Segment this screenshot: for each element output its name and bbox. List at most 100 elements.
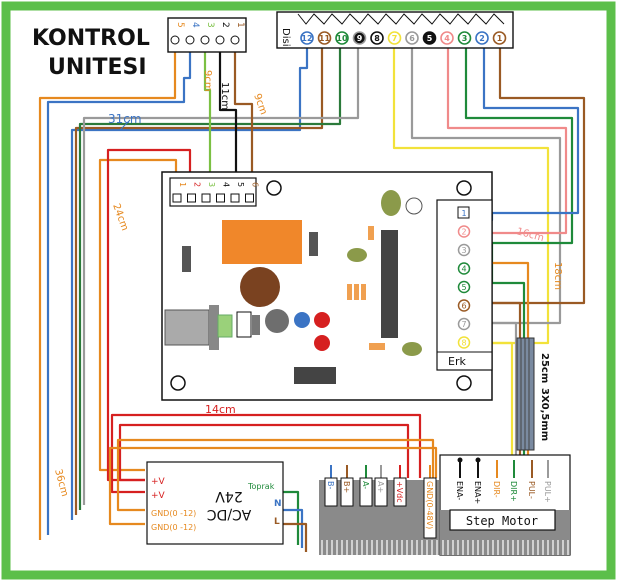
psu-gnd-2: GND(0 -12) [151,523,196,532]
step-motor-label: Step Motor [466,514,538,528]
psu-voltage: 24V [215,488,243,504]
erk-pin-label: 6 [461,302,466,311]
erk-pin-5 [457,280,471,294]
erk-pin-label: 8 [461,339,466,348]
cable-spec: 3X0,5mm [539,388,550,441]
disi-pin-label: 5 [427,34,433,43]
driver-pin-label: +Vdc [395,481,404,503]
ic-chip [381,230,398,338]
buzzer [265,309,289,333]
disi-pin-5 [422,31,437,45]
disi-pin-6 [405,31,419,45]
motor-pin-label: DIR+ [509,481,518,502]
board-pin-label: 6 [251,182,260,187]
disi-pin-label: 12 [301,34,312,43]
psu-title: AC/DC [207,506,252,522]
capacitor [240,267,280,307]
tlc-pin-label: 5 [175,22,185,28]
erk-pin-1 [457,206,470,219]
erk-pin-label: 3 [461,246,466,255]
board-pin-3 [201,193,211,203]
disi-pin-label: 1 [497,34,503,43]
tlc-pin-2 [215,35,225,45]
motor-lead-end [475,457,481,463]
power-supply: 24V AC/DC +V +V GND(0 -12) GND(0 -12) To… [146,461,284,545]
length-18cm: 18cm [552,262,563,290]
disi-pin-4 [440,31,454,45]
motor-pin-label: PUL- [527,481,536,499]
tlc-pin-5 [170,35,180,45]
driver-terminal [423,477,437,539]
length-14cm: 14cm [205,403,236,416]
motor-pin-label: PUL+ [543,481,552,503]
board-pin-label: 4 [222,182,231,187]
erk-label: Erk [448,355,466,368]
tlc-pin-label: 3 [205,22,215,28]
title-line2: UNITESI [48,55,147,80]
length-31cm: 31cm [108,112,142,126]
board-pin-5 [230,193,240,203]
disi-label: Disi [280,28,291,46]
psu-gnd-1: GND(0 -12) [151,509,196,518]
disi-pin-label: 2 [479,34,485,43]
board-pin-label: 2 [193,182,202,187]
erk-pin-label: 7 [461,320,466,329]
disi-pin-11 [317,31,332,45]
length-11cm: 11cm [219,82,230,110]
erk-pin-label: 5 [461,283,466,292]
driver-pin-label: GND(0-48V) [425,481,434,529]
erk-pin-label: 2 [461,228,466,237]
motor-pin-label: ENA- [455,481,464,500]
board-pin-label: 3 [207,182,216,187]
tlc-pin-label: 2 [220,22,230,28]
board-pin-2 [187,193,196,203]
driver-terminal [324,477,338,507]
disi-pin-12 [300,31,314,45]
driver-terminal [340,477,354,507]
disi-pin-label: 7 [392,34,398,43]
disi-pin-10 [335,31,349,45]
psu-toprak: Toprak [247,482,275,491]
tlc-pin-1 [230,35,240,45]
board-left-header [169,177,257,207]
board-pin-1 [172,193,182,203]
tlc-pin-3 [200,35,210,45]
driver-pin-label: A+ [376,481,385,493]
motor-lead-end [457,457,463,463]
relay-component [222,220,302,264]
disi-pin-8 [370,31,384,45]
motor-pin-label: ENA+ [473,481,482,504]
length-9cm-a: 9cm [202,70,213,92]
title-line1: KONTROL [32,26,150,51]
disi-pin-7 [387,31,402,45]
tlc-pin-4 [185,35,195,45]
disi-pin-label: 11 [319,34,331,43]
disi-pin-label: 8 [374,34,380,43]
disi-pin-3 [457,31,472,45]
board-pin-6 [245,193,254,203]
erk-pin-8 [457,336,471,349]
disi-pin-label: 4 [444,34,450,43]
crystal [381,190,401,216]
wires [38,48,586,552]
erk-pin-label: 4 [461,265,466,274]
psu-l: L [274,517,280,527]
erk-pin-3 [457,243,471,257]
disi-pin-1 [492,31,507,45]
board-pin-4 [216,193,225,203]
erk-pin-6 [457,299,471,312]
motor-pin-label: DIR- [492,481,501,498]
driver-terminal [374,477,388,507]
disi-pin-label: 9 [357,34,363,43]
board-pin-label: 5 [236,182,245,187]
erk-pin-7 [457,317,471,331]
disi-pin-label: 6 [409,34,415,43]
disi-pin-label: 10 [336,34,348,43]
driver-pin-label: A- [361,481,370,489]
